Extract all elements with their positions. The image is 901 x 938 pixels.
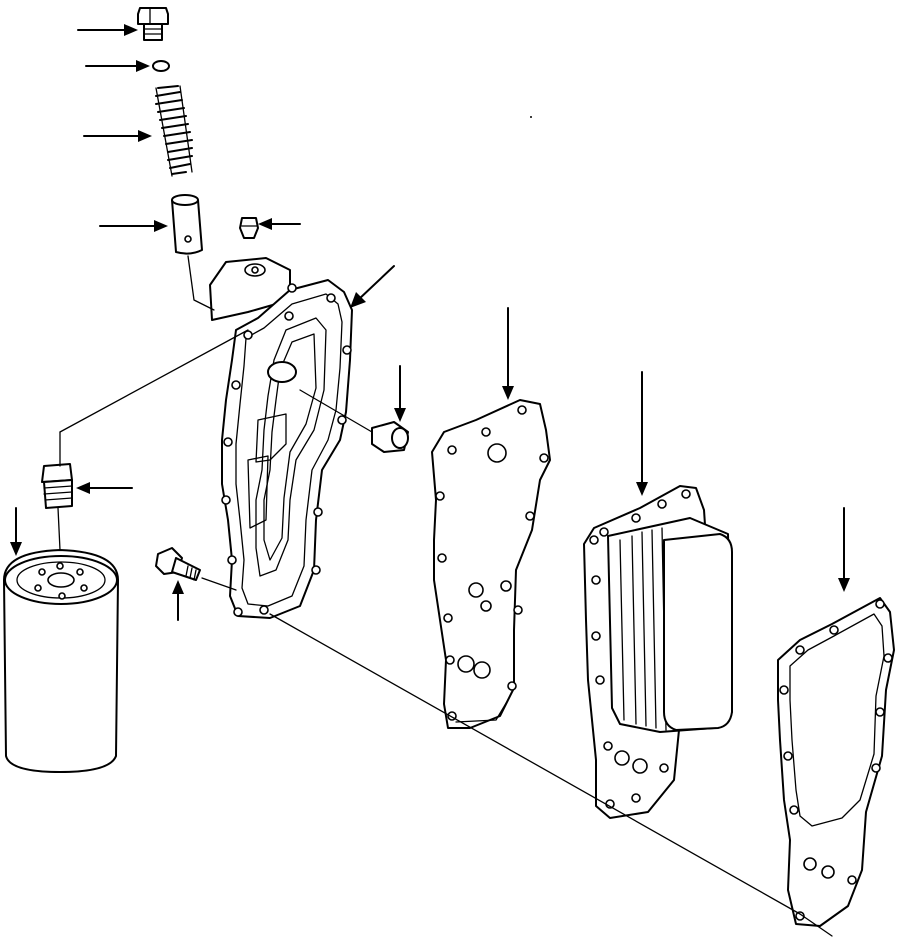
oil-filter-icon — [3, 549, 119, 773]
arrow-valve-icon — [99, 220, 168, 232]
arrow-side-plug-icon — [394, 365, 406, 422]
adapter-icon — [41, 463, 73, 509]
arrow-bolt-icon — [172, 580, 184, 621]
arrow-spring-icon — [83, 130, 152, 142]
arrow-oil-cooler-icon — [636, 371, 648, 496]
filter-head-icon — [209, 257, 353, 619]
side-plug-icon — [371, 421, 409, 453]
gasket-icon — [431, 399, 551, 729]
cover-gasket-icon — [777, 597, 895, 927]
oil-cooler-icon — [583, 485, 733, 819]
arrow-filter-head-icon — [350, 265, 395, 308]
valve-icon — [171, 194, 203, 255]
alignment-lines — [57, 116, 833, 937]
arrow-o-ring-icon — [85, 60, 150, 72]
arrow-oil-filter-icon — [10, 507, 22, 556]
arrow-plug-icon — [77, 24, 138, 36]
arrow-small-plug-icon — [258, 218, 301, 230]
small-plug-icon — [239, 217, 259, 239]
spring-icon — [155, 85, 193, 177]
arrow-adapter-icon — [76, 482, 133, 494]
arrow-gasket-icon — [502, 307, 514, 400]
plug-icon — [137, 7, 169, 41]
bolt-icon — [155, 547, 201, 581]
o-ring-icon — [152, 60, 170, 72]
arrow-cover-gasket-icon — [838, 507, 850, 592]
